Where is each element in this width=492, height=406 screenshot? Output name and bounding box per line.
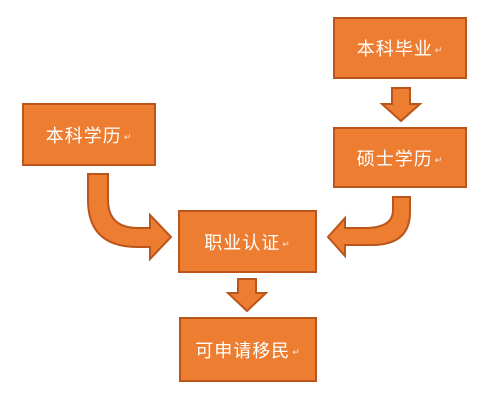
- node-label: 职业认证: [204, 232, 281, 254]
- paragraph-mark: ↵: [123, 132, 133, 143]
- node-label: 本科学历: [45, 125, 122, 147]
- node-label: 本科毕业: [356, 39, 433, 60]
- arrow-bachelor-grad-to-master: [379, 87, 423, 123]
- paragraph-mark: ↵: [282, 239, 291, 250]
- arrow-cert-to-immigrate: [225, 278, 269, 313]
- paragraph-mark: ↵: [434, 46, 444, 56]
- paragraph-mark: ↵: [434, 155, 444, 166]
- node-label: 可申请移民: [195, 340, 291, 362]
- node-professional-certification: 职业认证↵: [178, 210, 317, 273]
- arrow-master-to-cert: [326, 196, 411, 259]
- node-label: 硕士学历: [356, 148, 433, 170]
- node-bachelor-graduation: 本科毕业↵: [333, 17, 467, 79]
- node-eligible-immigration: 可申请移民↵: [179, 317, 317, 382]
- paragraph-mark: ↵: [292, 347, 301, 358]
- arrow-bachelor-deg-to-cert: [87, 173, 173, 262]
- node-master-degree: 硕士学历↵: [333, 127, 467, 188]
- node-bachelor-degree: 本科学历↵: [22, 103, 156, 166]
